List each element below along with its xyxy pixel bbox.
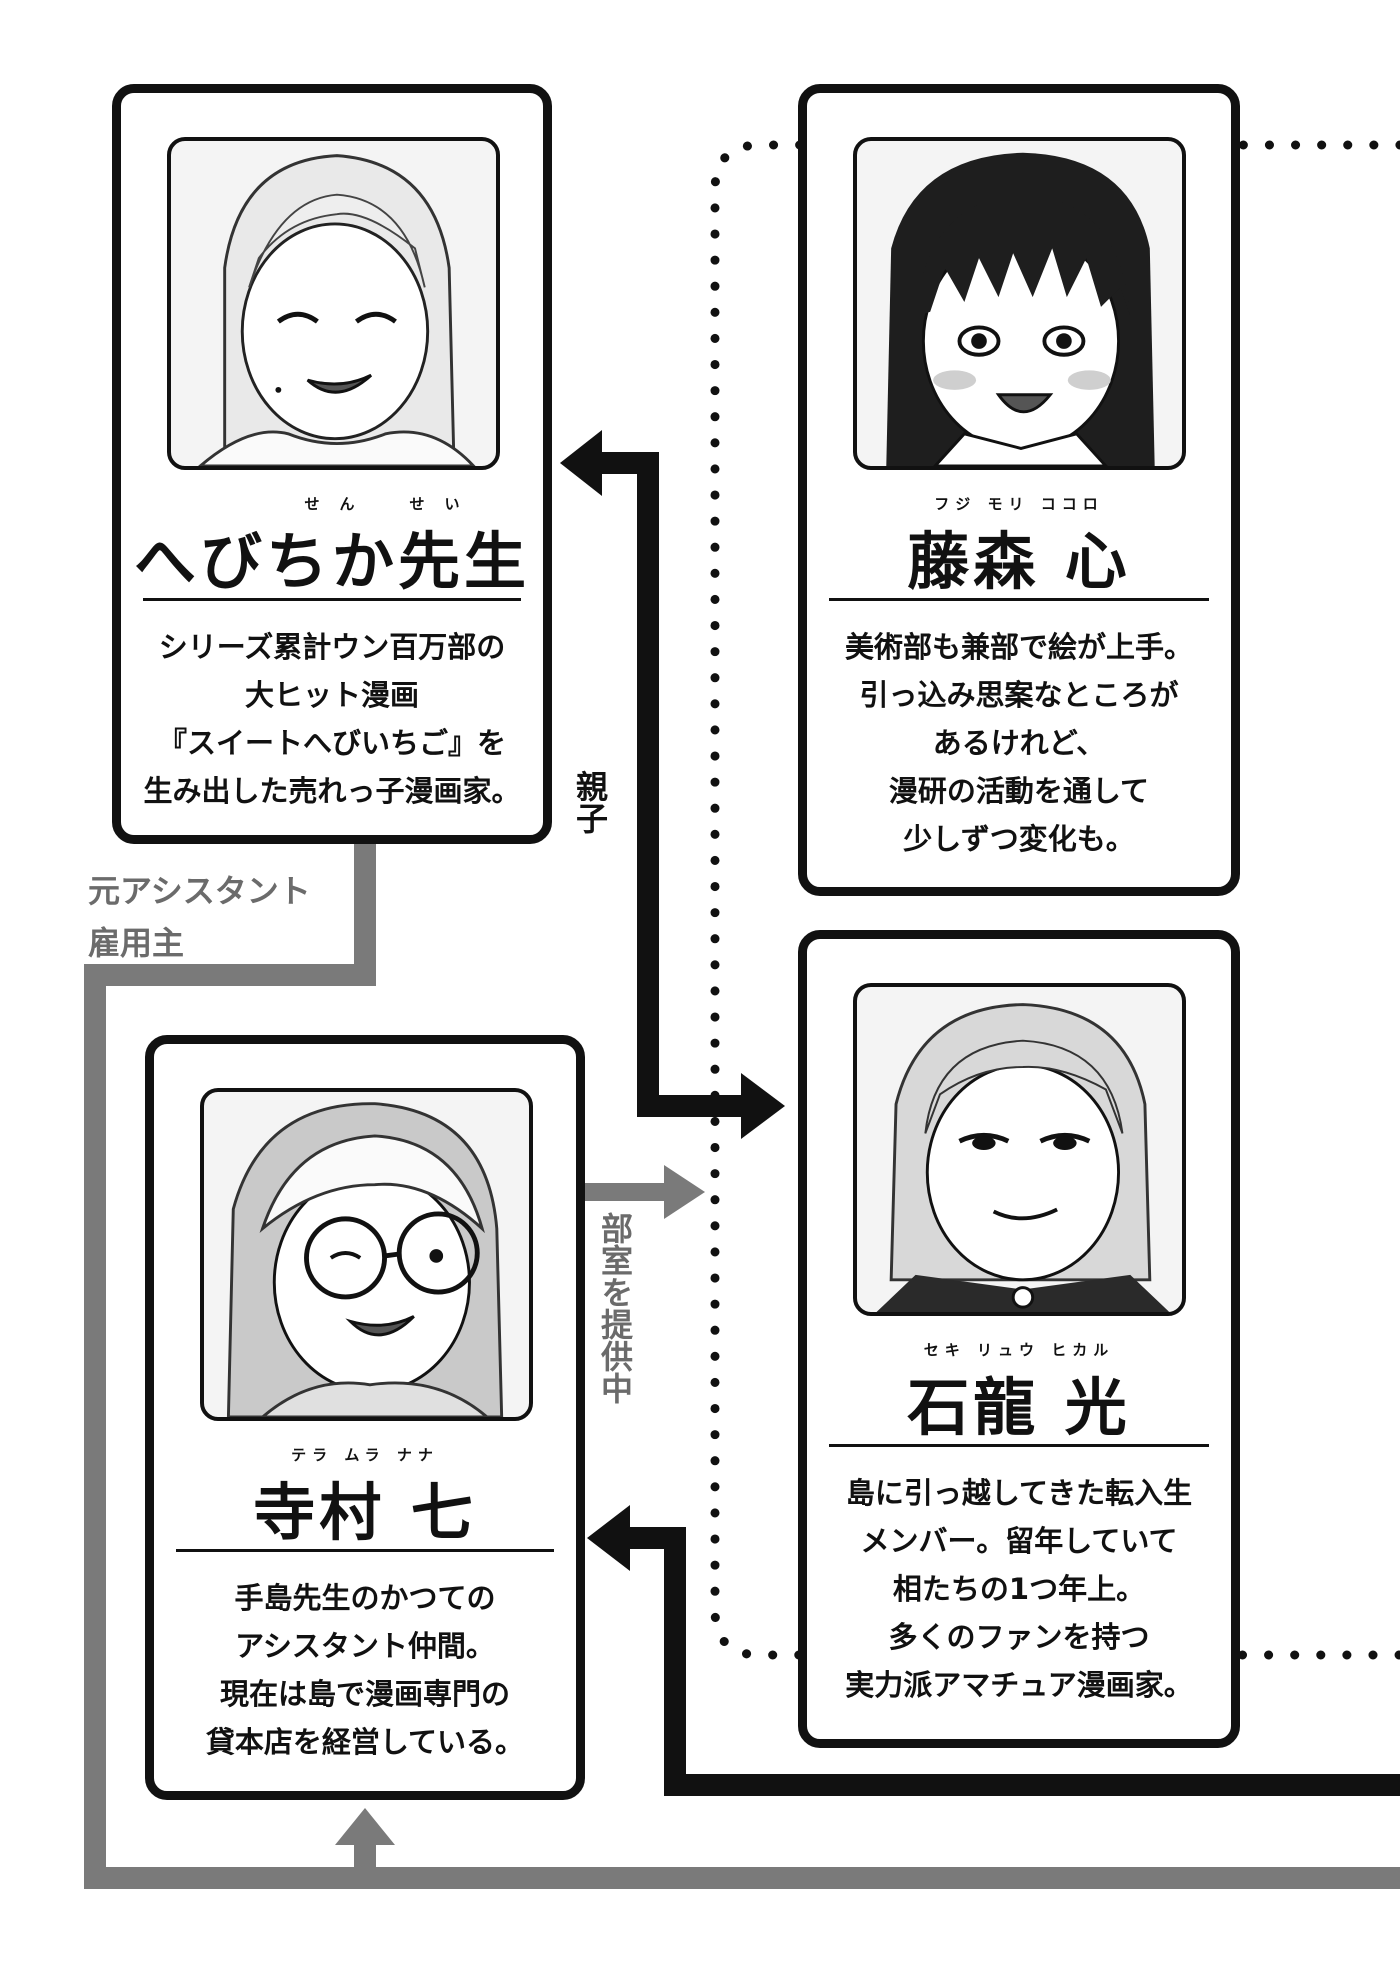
hebichika-face-icon: [198, 154, 476, 466]
character-description: シリーズ累計ウン百万部の 大ヒット漫画 『スイートへびいちご』を 生み出した売れ…: [143, 630, 521, 808]
label-employer: 雇用主: [88, 924, 185, 962]
portrait-fujimori: [853, 137, 1186, 470]
sekiryu-link-line: [626, 1527, 1400, 1796]
fujimori-face-icon: [886, 152, 1155, 466]
character-description: 手島先生のかつての アシスタント仲間。 現在は島で漫画専門の 貸本店を経営してい…: [205, 1581, 525, 1759]
divider: [176, 1549, 554, 1552]
card-sekiryu: セキ リュウ ヒカル 石龍 光 島に引っ越してきた転入生 メンバー。留年していて…: [798, 930, 1240, 1748]
name-ruby: セキ リュウ ヒカル: [923, 1341, 1115, 1359]
portrait-sekiryu: [853, 983, 1186, 1316]
label-parent-child: 親子: [571, 770, 609, 834]
label-former-assistant: 元アシスタント: [88, 872, 311, 910]
name-ruby: テラ ムラ ナナ: [291, 1446, 439, 1464]
sekiryu-link-arrowhead: [587, 1505, 630, 1571]
parent-child-arrowhead-left: [560, 430, 602, 496]
sekiryu-face-icon: [876, 1003, 1170, 1312]
divider: [829, 598, 1209, 601]
gray-up-arrowhead: [335, 1808, 395, 1845]
character-description: 島に引っ越してきた転入生 メンバー。留年していて 相たちの1つ年上。 多くのファ…: [845, 1476, 1193, 1702]
name-ruby: フジ モリ ココロ: [934, 495, 1104, 513]
terumura-face-icon: [226, 1102, 504, 1417]
parent-child-line: [598, 452, 745, 1117]
name-ruby: せん せい: [304, 495, 480, 513]
character-name: 寺村 七: [253, 1476, 477, 1549]
character-name: へびちか先生: [133, 525, 530, 598]
label-provides-room: 部室を提供中: [596, 1212, 634, 1404]
card-fujimori: フジ モリ ココロ 藤森 心 美術部も兼部で絵が上手。 引っ込み思案なところが …: [798, 84, 1240, 896]
card-terumura: テラ ムラ ナナ 寺村 七 手島先生のかつての アシスタント仲間。 現在は島で漫…: [145, 1035, 585, 1800]
character-name: 藤森 心: [907, 525, 1131, 598]
gray-room-arrowhead: [664, 1165, 705, 1219]
portrait-hebichika: [167, 137, 500, 470]
character-name: 石龍 光: [907, 1371, 1131, 1444]
parent-child-arrowhead-right: [741, 1073, 785, 1139]
gray-employer-line: [84, 840, 1400, 1889]
divider: [829, 1444, 1209, 1447]
portrait-terumura: [200, 1088, 533, 1421]
divider: [143, 598, 521, 601]
character-description: 美術部も兼部で絵が上手。 引っ込み思案なところが あるけれど、 漫研の活動を通し…: [844, 630, 1193, 856]
card-hebichika: せん せい へびちか先生 シリーズ累計ウン百万部の 大ヒット漫画 『スイートへび…: [112, 84, 552, 844]
